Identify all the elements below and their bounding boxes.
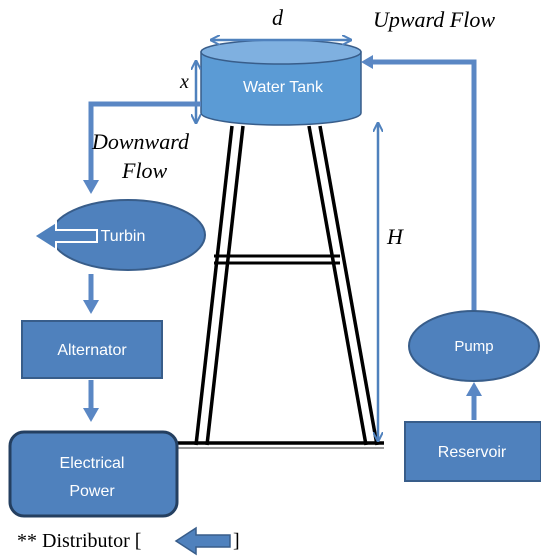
alternator: Alternator	[21, 320, 163, 379]
electrical-power: Electrical Power	[8, 430, 179, 518]
tower-structure	[176, 125, 384, 449]
turbin-label: Turbin	[101, 228, 146, 245]
alternator-label: Alternator	[57, 342, 127, 359]
downward-flow-label-2: Flow	[121, 158, 168, 183]
upward-flow-label: Upward Flow	[373, 7, 495, 32]
legend: ** Distributor [ ]	[17, 526, 240, 556]
legend-distributor-arrow-icon	[174, 526, 231, 556]
pump: Pump	[408, 310, 540, 382]
downward-pipe: Downward Flow	[83, 101, 201, 194]
dimension-h: H	[378, 124, 404, 440]
reservoir-label: Reservoir	[438, 444, 507, 461]
electrical-label-1: Electrical	[60, 455, 125, 472]
arrow-turbin-alternator	[83, 274, 99, 314]
electrical-label-2: Power	[69, 483, 115, 500]
downward-flow-label-1: Downward	[91, 129, 190, 154]
arrow-alternator-electrical	[83, 380, 99, 422]
dimension-x-label: x	[179, 71, 189, 93]
upward-pipe: Upward Flow	[361, 7, 495, 337]
dimension-d-label: d	[272, 5, 284, 30]
dimension-d: d	[212, 5, 350, 40]
reservoir: Reservoir	[404, 421, 541, 482]
legend-suffix: ]	[233, 530, 240, 552]
dimension-x: x	[179, 62, 196, 122]
height-label: H	[386, 224, 404, 249]
water-tank-label: Water Tank	[243, 79, 324, 96]
arrow-reservoir-pump	[466, 382, 482, 420]
pump-label: Pump	[454, 338, 493, 355]
turbin: Turbin	[32, 199, 206, 271]
distributor-arrow-icon	[32, 220, 98, 252]
legend-prefix: ** Distributor [	[17, 530, 141, 552]
water-tank: Water Tank	[200, 39, 362, 126]
